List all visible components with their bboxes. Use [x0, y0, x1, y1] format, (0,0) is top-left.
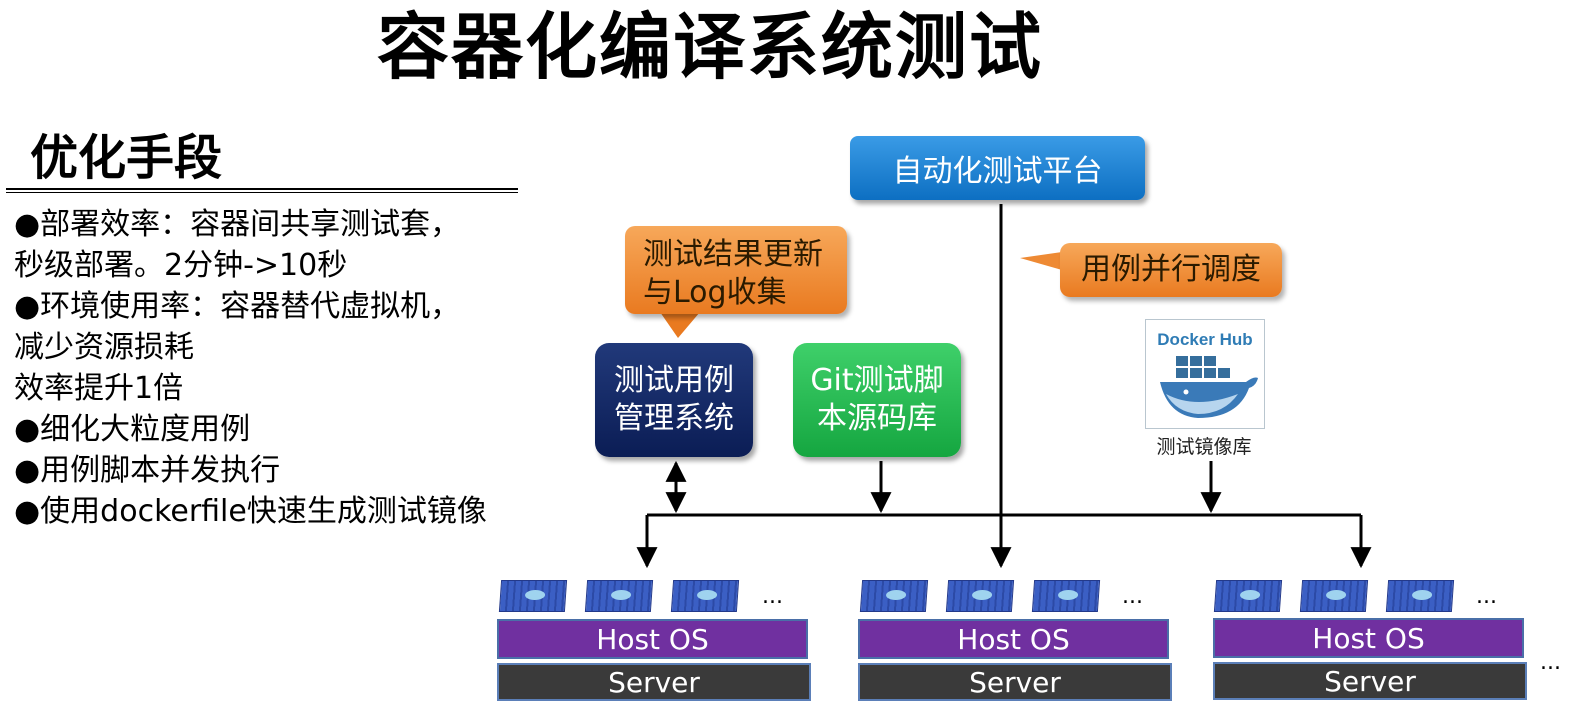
result-callout-tail	[660, 312, 700, 338]
title-underline	[6, 188, 518, 190]
section-title: 优化手段	[30, 130, 223, 186]
container-icon	[945, 580, 1015, 612]
bullet-line: ●使用dockerfile快速生成测试镜像	[14, 494, 487, 529]
bullet-line: ●部署效率：容器间共享测试套，	[14, 207, 461, 242]
container-icon	[584, 580, 654, 612]
container-icon	[1299, 580, 1369, 612]
image-repository-label: 测试镜像库	[1156, 436, 1252, 458]
parallel-scheduling-callout: 用例并行调度	[1060, 243, 1282, 297]
bullet-line: 秒级部署。2分钟->10秒	[14, 248, 348, 283]
server-bar: Server	[858, 663, 1172, 701]
container-icon	[859, 580, 929, 612]
host-os-bar: Host OS	[497, 619, 808, 659]
box-line: Git测试脚	[810, 363, 944, 398]
more-servers-indicator: ...	[1540, 650, 1561, 675]
bullet-line: ●用例脚本并发执行	[14, 453, 281, 488]
bullet-line: ●细化大粒度用例	[14, 412, 251, 447]
box-line: 测试用例	[614, 363, 734, 398]
more-containers-indicator: ...	[1476, 584, 1497, 609]
host-os-bar: Host OS	[1213, 618, 1524, 658]
git-script-repository: Git测试脚 本源码库	[793, 343, 961, 457]
container-icon	[498, 580, 568, 612]
host-os-bar: Host OS	[858, 619, 1169, 659]
container-icon	[1385, 580, 1455, 612]
container-icon	[670, 580, 740, 612]
title-underline-thin	[6, 192, 518, 193]
box-line: 管理系统	[614, 401, 734, 436]
docker-hub-logo: Docker Hub	[1145, 319, 1265, 429]
automated-test-platform: 自动化测试平台	[850, 136, 1145, 200]
test-case-management-system: 测试用例 管理系统	[595, 343, 753, 457]
bullet-list: ●部署效率：容器间共享测试套， 秒级部署。2分钟->10秒 ●环境使用率：容器替…	[14, 204, 534, 532]
server-bar: Server	[497, 663, 811, 701]
server-bar: Server	[1213, 662, 1527, 700]
container-icon	[1213, 580, 1283, 612]
more-containers-indicator: ...	[1122, 584, 1143, 609]
docker-hub-logo-text: Docker Hub	[1157, 330, 1252, 349]
schedule-callout-tail	[1020, 252, 1062, 270]
bullet-line: ●环境使用率：容器替代虚拟机，	[14, 289, 461, 324]
callout-line: 与Log收集	[643, 275, 787, 310]
page-title: 容器化编译系统测试	[376, 5, 1043, 89]
container-icon	[1031, 580, 1101, 612]
bullet-line: 效率提升1倍	[14, 371, 184, 406]
bullet-line: 减少资源损耗	[14, 330, 194, 365]
container-stack-icon	[1176, 356, 1230, 378]
box-line: 本源码库	[816, 401, 937, 436]
result-collection-callout: 测试结果更新 与Log收集	[625, 226, 847, 314]
more-containers-indicator: ...	[762, 584, 783, 609]
callout-line: 测试结果更新	[643, 237, 823, 272]
